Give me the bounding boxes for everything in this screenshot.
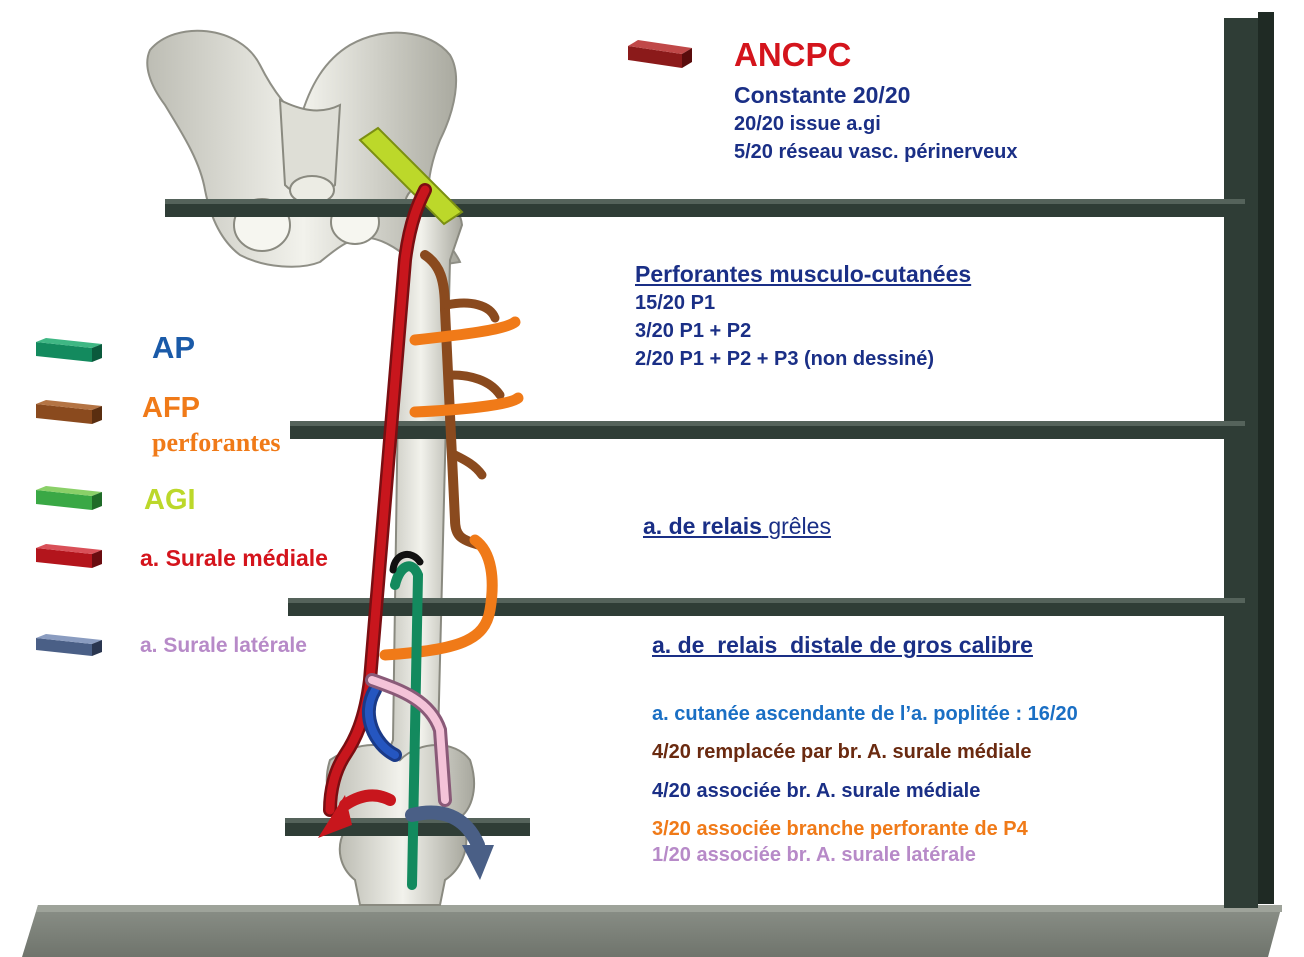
vertical-post	[1224, 18, 1258, 908]
relais-distale-title: a. de relais distale de gros calibre	[652, 632, 1033, 659]
legend-ancpc-bar	[628, 40, 692, 68]
relais-greles-title-b: grêles	[768, 513, 831, 539]
legend-afp-label: AFP	[142, 392, 200, 425]
perforantes-line-2: 3/20 P1 + P2	[635, 320, 751, 343]
shelf-3	[288, 598, 1245, 616]
legend-surale-laterale-label: a. Surale latérale	[140, 634, 307, 658]
legend-ap-label: AP	[152, 330, 195, 366]
vertical-post-side	[1258, 12, 1274, 904]
legend-surale-mediale-bar	[36, 544, 102, 568]
legend-afp-sublabel: perforantes	[152, 428, 281, 458]
shelf-2	[290, 421, 1245, 439]
ancpc-line-2: 20/20 issue a.gi	[734, 113, 881, 136]
perforantes-title: Perforantes musculo-cutanées	[635, 261, 971, 288]
floor-edge	[36, 905, 1282, 912]
ancpc-line-1: Constante 20/20	[734, 82, 910, 109]
relais-distale-line-5: 1/20 associée br. A. surale latérale	[652, 844, 976, 867]
ancpc-line-3: 5/20 réseau vasc. périnerveux	[734, 141, 1018, 164]
relais-distale-line-1: a. cutanée ascendante de l’a. poplitée :…	[652, 703, 1078, 726]
relais-distale-line-4: 3/20 associée branche perforante de P4	[652, 818, 1028, 841]
legend-agi-bar	[36, 486, 102, 510]
relais-greles-title: a. de relais grêles	[643, 513, 831, 540]
floor-platform	[22, 905, 1282, 957]
legend-agi-label: AGI	[144, 484, 196, 517]
relais-distale-line-3: 4/20 associée br. A. surale médiale	[652, 780, 980, 803]
relais-distale-line-2: 4/20 remplacée par br. A. surale médiale	[652, 741, 1031, 764]
ancpc-title: ANCPC	[734, 36, 851, 74]
legend-afp-bar	[36, 400, 102, 424]
legend-surale-mediale-label: a. Surale médiale	[140, 545, 328, 572]
relais-greles-title-a: a. de relais	[643, 513, 762, 539]
shelf-1	[165, 199, 1245, 217]
legend-surale-laterale-bar	[36, 634, 102, 656]
legend-ap-bar	[36, 338, 102, 362]
perforantes-line-1: 15/20 P1	[635, 292, 715, 315]
perforantes-line-3: 2/20 P1 + P2 + P3 (non dessiné)	[635, 348, 934, 371]
